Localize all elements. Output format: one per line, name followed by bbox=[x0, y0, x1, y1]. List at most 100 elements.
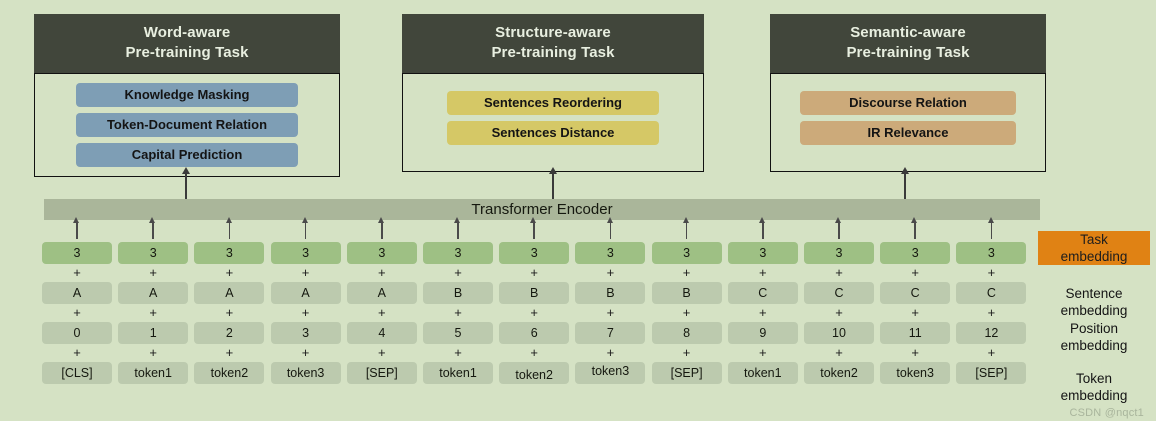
watermark: CSDN @nqct1 bbox=[1069, 407, 1144, 419]
arrow-column-to-encoder-icon bbox=[150, 217, 155, 239]
arrow-column-to-encoder-icon bbox=[531, 217, 536, 239]
task-chip-sentences-reordering[interactable]: Sentences Reordering bbox=[447, 91, 659, 115]
position-embedding-cell: 10 bbox=[804, 322, 874, 344]
position-embedding-cell: 3 bbox=[270, 322, 341, 344]
plus-symbol: + bbox=[225, 305, 234, 320]
plus-symbol: + bbox=[606, 265, 615, 280]
position-embedding-cell: 5 bbox=[423, 322, 493, 344]
legend-position-line1: Position bbox=[1069, 321, 1119, 336]
task-embedding-cell: 3 bbox=[270, 242, 341, 264]
token-embedding-cell: token3 bbox=[880, 362, 951, 384]
position-embedding-cell: 12 bbox=[956, 322, 1027, 344]
task-embedding-cell: 3 bbox=[346, 242, 417, 264]
plus-symbol: + bbox=[606, 305, 615, 320]
task-panel-semantic-aware: Semantic-aware Pre-training Task Discour… bbox=[770, 14, 1046, 172]
sentence-embedding-cell: C bbox=[727, 282, 798, 304]
plus-symbol: + bbox=[835, 305, 843, 320]
task-embedding-cell: 3 bbox=[194, 242, 265, 264]
plus-symbol: + bbox=[987, 305, 996, 320]
plus-symbol: + bbox=[378, 265, 386, 280]
embedding-column: 3+B+7+token3 bbox=[575, 217, 646, 384]
token-embedding-cell: token2 bbox=[194, 362, 265, 384]
plus-symbol: + bbox=[301, 265, 310, 280]
token-embedding-cell: token3 bbox=[575, 362, 646, 384]
plus-symbol: + bbox=[759, 345, 767, 360]
arrow-encoder-to-structure-aware-icon bbox=[548, 167, 557, 200]
task-embedding-cell: 3 bbox=[956, 242, 1027, 264]
task-chip-ir-relevance[interactable]: IR Relevance bbox=[800, 121, 1016, 145]
task-embedding-cell: 3 bbox=[651, 242, 722, 264]
plus-symbol: + bbox=[835, 265, 843, 280]
panel-header-word-aware: Word-aware Pre-training Task bbox=[34, 14, 340, 73]
plus-symbol: + bbox=[530, 305, 538, 320]
plus-symbol: + bbox=[911, 345, 919, 360]
panel-body-semantic-aware: Discourse Relation IR Relevance bbox=[770, 73, 1046, 172]
panel-title-line2: Pre-training Task bbox=[491, 44, 615, 61]
task-chip-sentences-distance[interactable]: Sentences Distance bbox=[447, 121, 659, 145]
arrow-column-to-encoder-icon bbox=[683, 217, 689, 239]
task-chip-capital-prediction[interactable]: Capital Prediction bbox=[76, 143, 298, 167]
embedding-column: 3+C+12+[SEP] bbox=[956, 217, 1027, 384]
plus-symbol: + bbox=[301, 345, 310, 360]
sentence-embedding-cell: A bbox=[118, 282, 189, 304]
plus-symbol: + bbox=[149, 265, 157, 280]
plus-symbol: + bbox=[454, 345, 462, 360]
panel-title-line2: Pre-training Task bbox=[846, 44, 970, 61]
transformer-encoder-bar: Transformer Encoder bbox=[44, 199, 1040, 220]
embedding-column: 3+B+6+token2 bbox=[499, 217, 570, 384]
embedding-column: 3+C+9+token1 bbox=[727, 217, 798, 384]
plus-symbol: + bbox=[606, 345, 615, 360]
plus-symbol: + bbox=[73, 345, 81, 360]
plus-symbol: + bbox=[682, 265, 691, 280]
task-chip-token-document-relation[interactable]: Token-Document Relation bbox=[76, 113, 298, 137]
legend-task-line1: Task bbox=[1038, 231, 1150, 248]
task-embedding-cell: 3 bbox=[42, 242, 112, 264]
position-embedding-cell: 2 bbox=[194, 322, 265, 344]
token-embedding-cell: [CLS] bbox=[42, 362, 112, 384]
legend-token-embedding: Token embedding bbox=[1038, 370, 1150, 404]
embedding-column: 3+A+1+token1 bbox=[118, 217, 189, 384]
panel-title-line1: Word-aware bbox=[143, 24, 231, 41]
panel-header-semantic-aware: Semantic-aware Pre-training Task bbox=[770, 14, 1046, 73]
legend-task-line2: embedding bbox=[1038, 248, 1150, 265]
panel-title-line1: Structure-aware bbox=[495, 24, 611, 41]
sentence-embedding-cell: B bbox=[499, 282, 570, 304]
sentence-embedding-cell: B bbox=[423, 282, 493, 304]
token-embedding-cell: token3 bbox=[270, 362, 341, 384]
legend-position-embedding: Position embedding bbox=[1038, 320, 1150, 354]
task-chip-knowledge-masking[interactable]: Knowledge Masking bbox=[76, 83, 298, 107]
token-embedding-cell: [SEP] bbox=[651, 362, 722, 384]
task-chip-discourse-relation[interactable]: Discourse Relation bbox=[800, 91, 1016, 115]
legend-sentence-line2: embedding bbox=[1060, 303, 1128, 318]
token-embedding-cell: token2 bbox=[499, 362, 570, 384]
panel-header-structure-aware: Structure-aware Pre-training Task bbox=[402, 14, 704, 73]
arrow-column-to-encoder-icon bbox=[988, 217, 993, 239]
position-embedding-cell: 7 bbox=[575, 322, 646, 344]
position-embedding-cell: 1 bbox=[118, 322, 189, 344]
sentence-embedding-cell: C bbox=[880, 282, 951, 304]
token-embedding-cell: token1 bbox=[727, 362, 798, 384]
plus-symbol: + bbox=[454, 265, 462, 280]
panel-title-line1: Semantic-aware bbox=[850, 24, 966, 41]
embedding-column: 3+C+10+token2 bbox=[804, 217, 874, 384]
task-embedding-cell: 3 bbox=[575, 242, 646, 264]
arrow-column-to-encoder-icon bbox=[912, 217, 917, 239]
token-embedding-cell: token2 bbox=[804, 362, 874, 384]
position-embedding-cell: 11 bbox=[880, 322, 951, 344]
plus-symbol: + bbox=[301, 305, 310, 320]
token-embedding-cell: [SEP] bbox=[956, 362, 1027, 384]
embedding-column: 3+A+4+[SEP] bbox=[346, 217, 417, 384]
panel-body-word-aware: Knowledge Masking Token-Document Relatio… bbox=[34, 73, 340, 177]
task-embedding-cell: 3 bbox=[880, 242, 951, 264]
position-embedding-cell: 6 bbox=[499, 322, 570, 344]
sentence-embedding-cell: A bbox=[270, 282, 341, 304]
plus-symbol: + bbox=[378, 345, 386, 360]
task-embedding-cell: 3 bbox=[804, 242, 874, 264]
panel-body-structure-aware: Sentences Reordering Sentences Distance bbox=[402, 73, 704, 172]
legend-sentence-line1: Sentence bbox=[1065, 286, 1123, 301]
plus-symbol: + bbox=[759, 305, 767, 320]
arrow-encoder-to-semantic-aware-icon bbox=[900, 167, 909, 200]
plus-symbol: + bbox=[530, 345, 538, 360]
arrow-column-to-encoder-icon bbox=[378, 217, 384, 239]
